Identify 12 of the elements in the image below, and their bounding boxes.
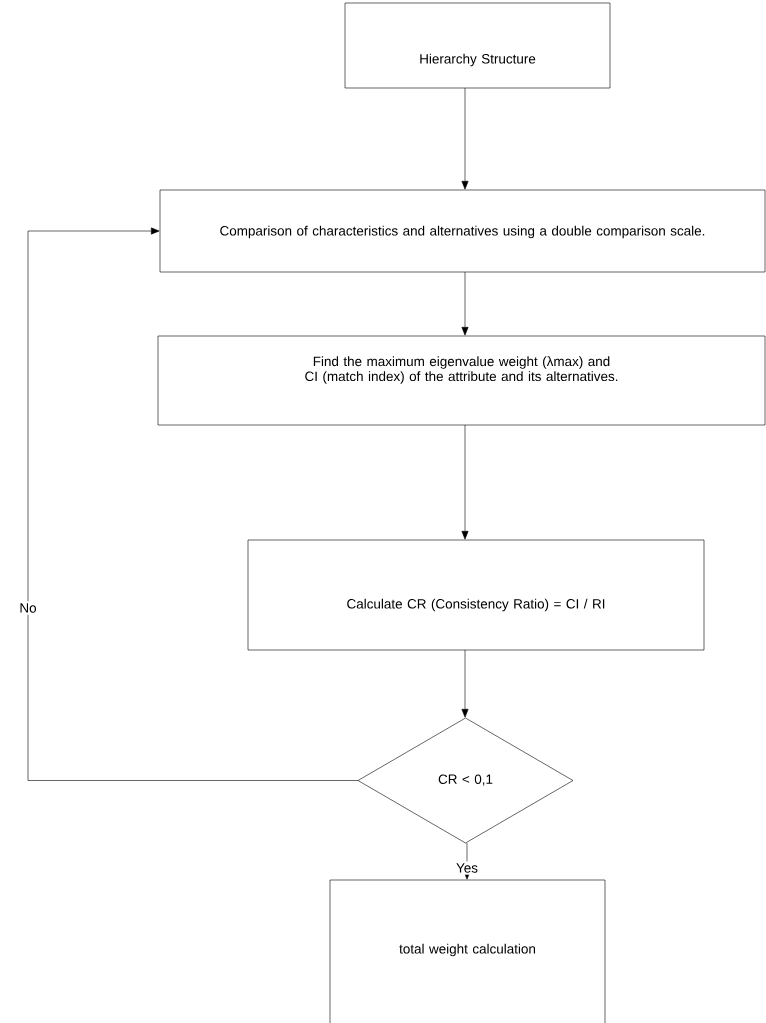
- process-box: Hierarchy Structure: [344, 2, 611, 89]
- process-box: Find the maximum eigenvalue weight (λmax) and CI (match index) of the attribute and its alternatives.: [157, 335, 766, 426]
- process-box: total weight calculation: [329, 879, 606, 1023]
- process-box: Comparison of characteristics and alternatives using a double comparison scale.: [159, 189, 766, 273]
- edge-label: No: [17, 601, 39, 615]
- arrow: [461, 271, 469, 336]
- arrow: [461, 649, 469, 718]
- edge-label: Yes: [454, 861, 480, 875]
- arrow: [461, 424, 469, 540]
- process-box: Calculate CR (Consistency Ratio) = CI / RI: [247, 539, 705, 651]
- arrow: [461, 87, 469, 190]
- arrow: [27, 227, 359, 781]
